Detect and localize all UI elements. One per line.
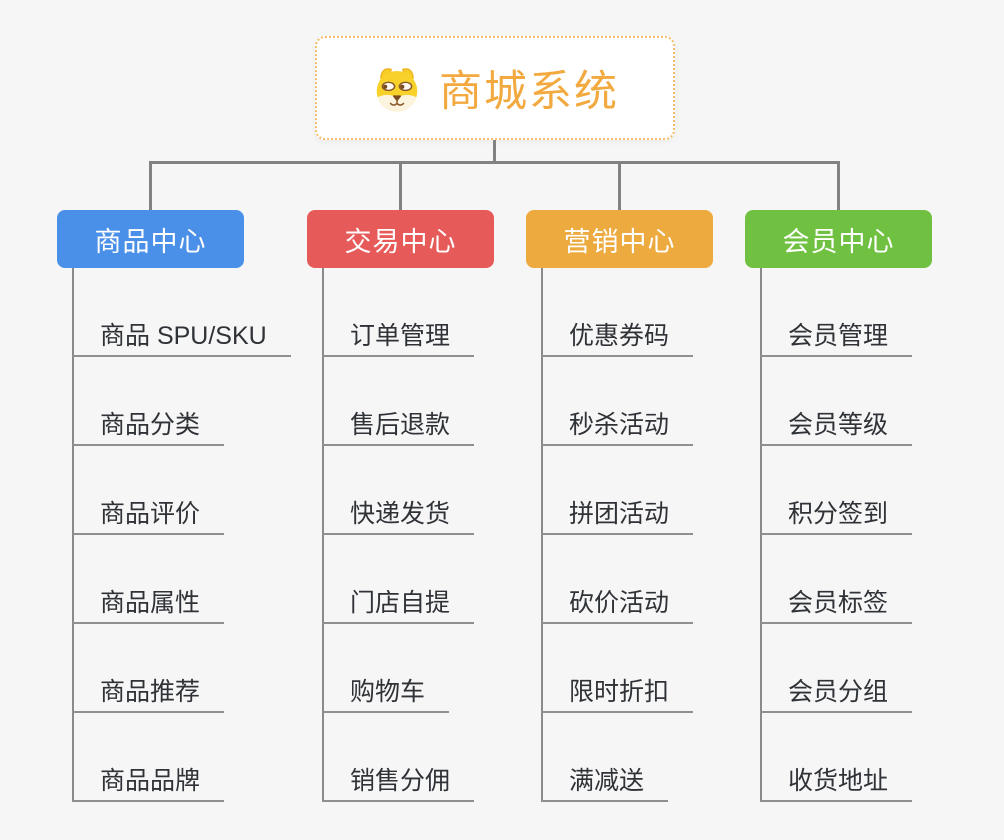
topic-item[interactable]: 商品属性: [72, 585, 225, 624]
topic-item[interactable]: 拼团活动: [541, 496, 694, 535]
topic-item[interactable]: 会员等级: [760, 407, 913, 446]
topic-item[interactable]: 满减送: [541, 763, 669, 802]
topic-item[interactable]: 优惠券码: [541, 318, 694, 357]
connector-bus: [150, 161, 839, 164]
topic-item[interactable]: 订单管理: [322, 318, 475, 357]
topic-item[interactable]: 限时折扣: [541, 674, 694, 713]
topic-item[interactable]: 会员分组: [760, 674, 913, 713]
topic-item[interactable]: 砍价活动: [541, 585, 694, 624]
connector-drop: [837, 161, 840, 210]
topic-item[interactable]: 售后退款: [322, 407, 475, 446]
connector-drop: [399, 161, 402, 210]
topic-item[interactable]: 销售分佣: [322, 763, 475, 802]
topic-item[interactable]: 秒杀活动: [541, 407, 694, 446]
branch-node[interactable]: 营销中心: [526, 210, 713, 268]
branch-node[interactable]: 会员中心: [745, 210, 932, 268]
topic-item[interactable]: 商品分类: [72, 407, 225, 446]
branch-node[interactable]: 交易中心: [307, 210, 494, 268]
topic-item[interactable]: 门店自提: [322, 585, 475, 624]
topic-item[interactable]: 商品品牌: [72, 763, 225, 802]
topic-item[interactable]: 会员标签: [760, 585, 913, 624]
connector-drop: [149, 161, 152, 210]
topic-item[interactable]: 商品评价: [72, 496, 225, 535]
connector-drop: [618, 161, 621, 210]
branch-node[interactable]: 商品中心: [57, 210, 244, 268]
topic-item[interactable]: 会员管理: [760, 318, 913, 357]
root-node[interactable]: 商城系统: [315, 36, 675, 140]
root-title: 商城系统: [439, 68, 619, 116]
topic-item[interactable]: 快递发货: [322, 496, 475, 535]
topic-item[interactable]: 购物车: [322, 674, 450, 713]
topic-item[interactable]: 商品推荐: [72, 674, 225, 713]
dog-icon: [371, 62, 423, 114]
topic-item[interactable]: 收货地址: [760, 763, 913, 802]
topic-item[interactable]: 积分签到: [760, 496, 913, 535]
topic-item[interactable]: 商品 SPU/SKU: [72, 318, 291, 357]
connector-root-stub: [493, 140, 496, 163]
